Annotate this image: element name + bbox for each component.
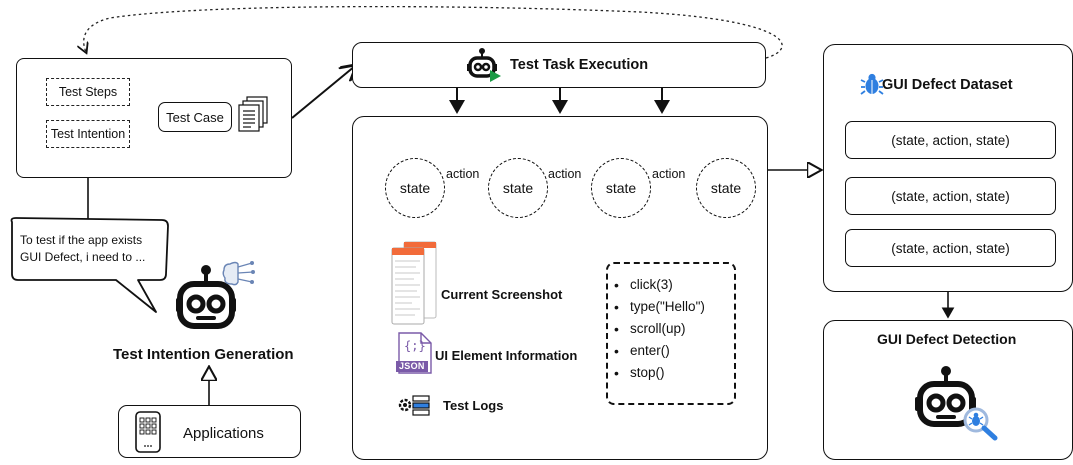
applications-label: Applications (183, 425, 264, 442)
action-label: action (652, 167, 686, 181)
dataset-tuple: (state, action, state) (845, 121, 1056, 159)
dataset-tuple: (state, action, state) (845, 229, 1056, 267)
test-case-box: Test Case (158, 102, 232, 132)
current-screenshot-label: Current Screenshot (441, 287, 563, 302)
robot-play-icon (467, 48, 501, 82)
state-node: state (385, 158, 445, 218)
dataset-title: GUI Defect Dataset (882, 77, 1013, 93)
state-node: state (488, 158, 548, 218)
action-list: click(3) type("Hello") scroll(up) enter(… (612, 274, 705, 384)
robot-icon (176, 265, 236, 329)
arrow-to-execution (291, 66, 355, 119)
execution-title: Test Task Execution (510, 57, 649, 73)
state-node: state (696, 158, 756, 218)
brain-network-icon (222, 261, 255, 286)
action-item: type("Hello") (612, 296, 705, 318)
json-label: JSON (399, 361, 425, 371)
detection-title: GUI Defect Detection (877, 331, 1017, 347)
speech-bubble-line-1: To test if the app exists (20, 233, 143, 247)
state-node: state (591, 158, 651, 218)
action-item: click(3) (612, 274, 705, 296)
action-item: stop() (612, 362, 705, 384)
document-stack-icon (238, 96, 268, 132)
json-file-icon (396, 332, 432, 374)
test-logs-label: Test Logs (443, 398, 504, 413)
screenshot-thumbnail-icon (391, 241, 437, 325)
json-glyph: {;} (404, 339, 426, 353)
action-label: action (548, 167, 582, 181)
test-task-execution-box (352, 42, 766, 88)
action-label: action (446, 167, 480, 181)
ui-element-information-label: UI Element Information (435, 348, 578, 363)
action-item: enter() (612, 340, 705, 362)
dataset-tuple: (state, action, state) (845, 177, 1056, 215)
intention-generation-title: Test Intention Generation (113, 346, 294, 363)
bug-icon (860, 73, 884, 95)
phone-icon (135, 411, 161, 453)
action-item: scroll(up) (612, 318, 705, 340)
speech-bubble-line-2: GUI Defect, i need to ... (20, 250, 146, 264)
feedback-loop-dotted (84, 5, 783, 59)
test-intention-box: Test Intention (46, 120, 130, 148)
robot-magnifier-bug-icon (915, 366, 998, 441)
speech-bubble (10, 217, 169, 313)
test-steps-box: Test Steps (46, 78, 130, 106)
test-logs-icon (398, 395, 430, 416)
